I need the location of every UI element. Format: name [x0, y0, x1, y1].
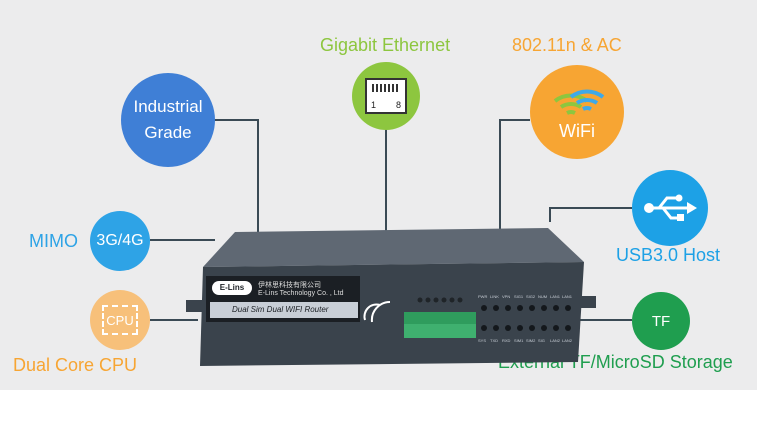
wifi-badge: WiFi: [530, 65, 624, 159]
ethernet-port-icon: 1 8: [365, 78, 407, 114]
wifi-standard-label: 802.11n & AC: [512, 35, 622, 55]
3g4g-text: 3G/4G: [96, 232, 144, 249]
cpu-badge: CPU: [90, 290, 150, 350]
cpu-label: Dual Core CPU: [13, 355, 138, 375]
cpu-chip-icon: CPU: [102, 305, 138, 335]
wifi-icon: [553, 89, 605, 115]
tf-text: TF: [651, 312, 671, 330]
industrial-grade-badge: Industrial Grade: [121, 73, 215, 167]
tf-badge: TF: [632, 292, 690, 350]
gigabit-ethernet-label: Gigabit Ethernet: [320, 35, 451, 55]
usb-badge: [632, 170, 708, 246]
3g4g-badge: 3G/4G: [90, 211, 150, 271]
industrial-line1: Industrial: [133, 97, 203, 116]
usb-label: USB3.0 Host: [616, 245, 721, 265]
tf-storage-label: External TF/MicroSD Storage: [498, 352, 733, 372]
industrial-line2: Grade: [144, 123, 192, 142]
usb-icon: [644, 194, 697, 221]
port-pin-left: 1: [371, 100, 377, 110]
mimo-label: MIMO: [29, 231, 78, 251]
cpu-text: CPU: [106, 312, 134, 328]
wifi-badge-text: WiFi: [559, 120, 595, 141]
ethernet-badge: 1 8: [352, 62, 420, 130]
port-pin-right: 8: [395, 100, 401, 110]
